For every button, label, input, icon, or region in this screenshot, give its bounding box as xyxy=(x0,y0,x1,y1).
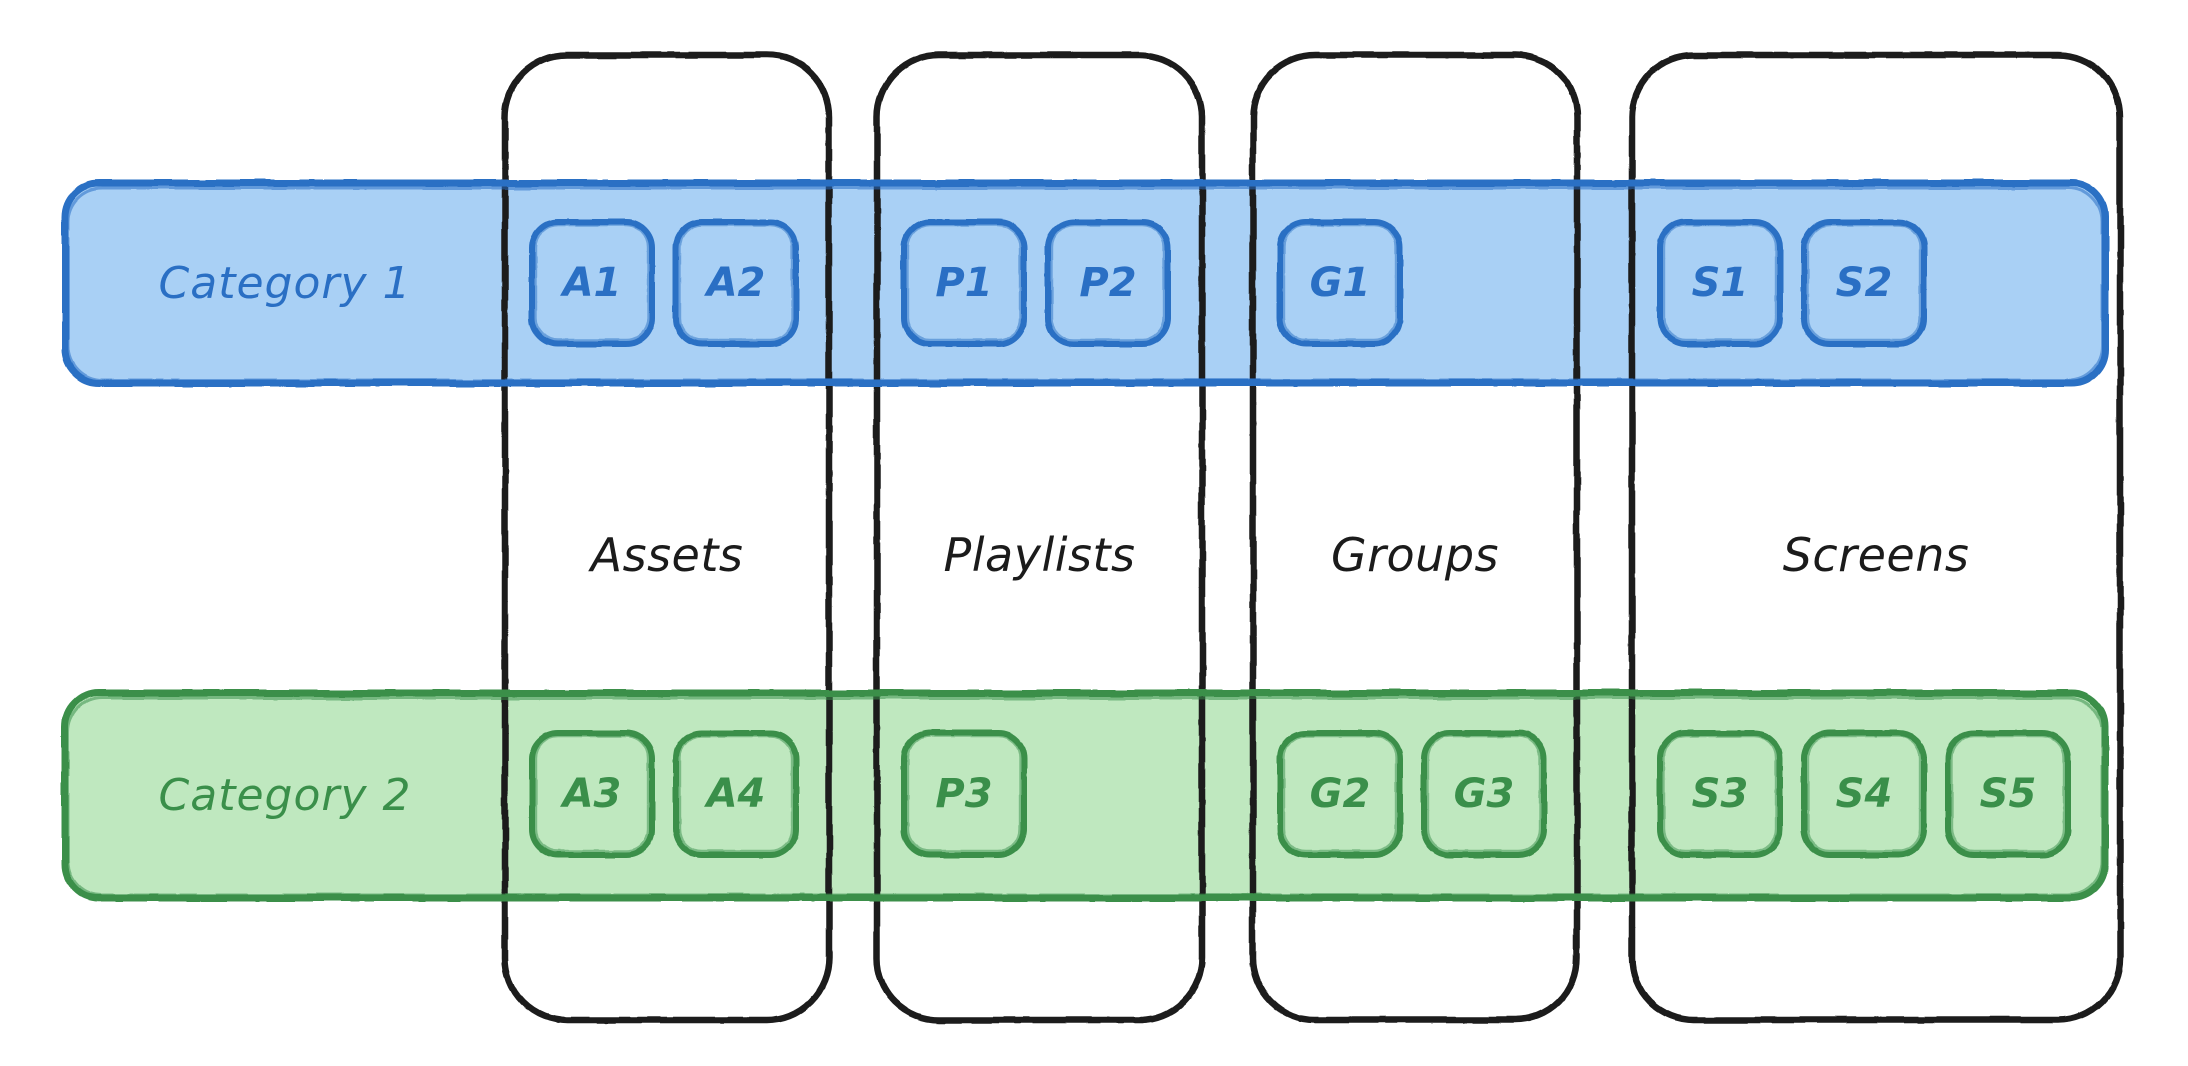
chip-a4[interactable] xyxy=(673,730,799,858)
column-groups[interactable] xyxy=(1249,51,1581,1024)
chip-s3[interactable] xyxy=(1657,730,1783,858)
column-assets[interactable] xyxy=(501,51,833,1024)
chip-s2[interactable] xyxy=(1801,219,1927,347)
chip-s4[interactable] xyxy=(1801,730,1927,858)
chip-a3[interactable] xyxy=(529,730,655,858)
chip-g3[interactable] xyxy=(1421,730,1547,858)
band-fill-group xyxy=(65,183,2105,898)
column-outline-group xyxy=(501,51,2124,1024)
chip-g1[interactable] xyxy=(1277,219,1403,347)
band-outline-group xyxy=(61,179,2109,902)
band-outline-category-2[interactable] xyxy=(61,689,2109,902)
chip-p1[interactable] xyxy=(901,219,1027,347)
chip-g2[interactable] xyxy=(1277,730,1403,858)
column-screens[interactable] xyxy=(1628,51,2124,1024)
band-outline-category-1[interactable] xyxy=(61,179,2109,387)
chip-a1[interactable] xyxy=(529,219,655,347)
chip-s1[interactable] xyxy=(1657,219,1783,347)
chip-a2[interactable] xyxy=(673,219,799,347)
chip-s5[interactable] xyxy=(1945,730,2071,858)
band-fill-category-2 xyxy=(65,693,2105,898)
chip-p2[interactable] xyxy=(1045,219,1171,347)
chip-p3[interactable] xyxy=(901,730,1027,858)
chip-shape-group xyxy=(529,219,2071,858)
column-playlists[interactable] xyxy=(873,51,1206,1024)
band-fill-category-1 xyxy=(65,183,2105,383)
